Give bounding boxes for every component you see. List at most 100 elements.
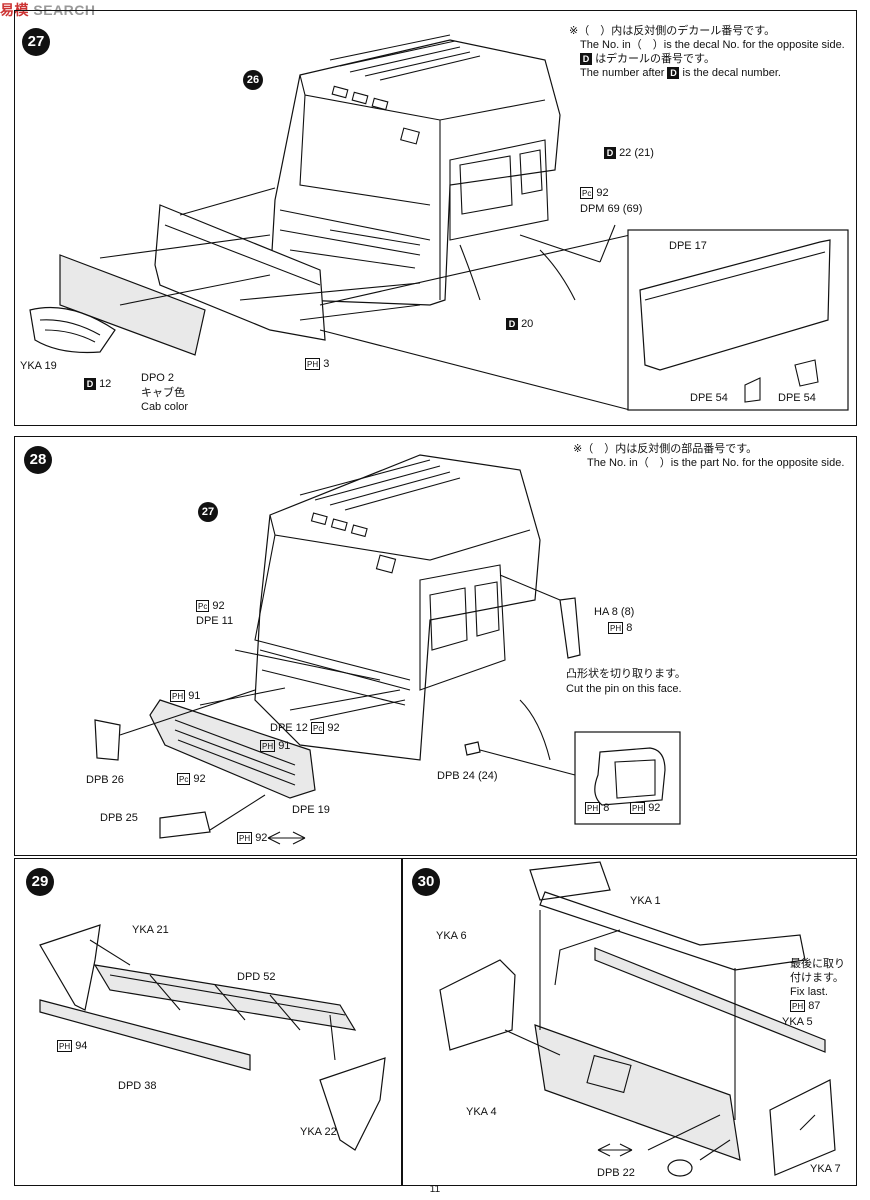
cut-jp-label: 凸形状を切り取ります。 [566, 668, 686, 680]
fix-jp1-label: 最後に取り [790, 958, 845, 970]
ph-icon: PH [790, 1000, 806, 1013]
step-27-note-en2: The number after D is the decal number. [580, 66, 781, 80]
dpb-24-part [464, 741, 481, 756]
ha-8-part [559, 597, 581, 659]
dpb-22-part [667, 1159, 693, 1177]
cab-color-label: Cab color [141, 401, 189, 413]
yka-6-label: YKA 6 [436, 930, 467, 942]
ph-8b-label: PH 8 [585, 802, 609, 815]
ph-icon: PH [305, 358, 321, 371]
dpe-19-label: DPE 19 [292, 804, 330, 816]
dpe-54b-label: DPE 54 [778, 392, 816, 404]
yka-1-label: YKA 1 [630, 895, 661, 907]
step-30-frame [402, 858, 857, 1186]
dpe-54a-label: DPE 54 [690, 392, 728, 404]
step-28-number: 28 [24, 446, 52, 474]
step-28-frame [14, 436, 857, 856]
ph-92b-label: PH 92 [630, 802, 660, 815]
ph-91b-text: 91 [278, 740, 291, 752]
cab-27-drawing [254, 454, 551, 761]
step-27-note-en2b: is the decal number. [682, 67, 781, 79]
ph-icon: PH [608, 622, 624, 635]
dpo-2-bumper [59, 254, 206, 356]
page-number: 11 [429, 1184, 441, 1195]
decal-12-text: 12 [99, 378, 112, 390]
pc-92b-text: 92 [327, 722, 340, 734]
pc-92a-label: Pc 92 [196, 600, 225, 613]
watermark-char-1: 易 [0, 2, 15, 18]
yka-4-label: YKA 4 [466, 1106, 497, 1118]
cab-26-drawing [269, 34, 576, 306]
decal-12-label: D 12 [84, 378, 111, 391]
decal-d-icon: D [84, 378, 96, 391]
yka-6-part [439, 959, 516, 1051]
dpb-24-detail [594, 747, 666, 806]
dpe-17-label: DPE 17 [669, 240, 707, 252]
dpe-12-label: DPE 12 Pc 92 [270, 722, 340, 735]
ph-icon: PH [237, 832, 253, 845]
ph-87-label: PH 87 [790, 1000, 820, 1013]
part-27-marker: 27 [198, 502, 218, 522]
decal-22-text: 22 (21) [619, 147, 654, 159]
dpe-12-text: DPE 12 [270, 722, 308, 734]
ph-8b-text: 8 [603, 802, 610, 814]
yka-21-label: YKA 21 [132, 924, 169, 936]
step-28-note-jp: ※（ ）内は反対側の部品番号です。 [573, 443, 758, 455]
step-29-number: 29 [26, 868, 54, 896]
dpb-26-label: DPB 26 [86, 774, 124, 786]
yka-22-label: YKA 22 [300, 1126, 337, 1138]
ph-8a-label: PH 8 [608, 622, 632, 635]
dpe-11-label: DPE 11 [196, 615, 234, 627]
pc-icon: Pc [177, 773, 191, 786]
dpb-25-part [159, 811, 211, 839]
part-26-marker: 26 [243, 70, 263, 90]
yka-21-part [39, 924, 101, 1011]
decal-d-icon: D [667, 67, 680, 80]
step-27-frame [14, 10, 857, 426]
fix-label: Fix last. [790, 986, 828, 998]
ph-icon: PH [170, 690, 186, 703]
dpm-69-label: DPM 69 (69) [580, 203, 643, 215]
decal-d-icon: D [604, 147, 616, 160]
dpd-38-part [39, 999, 251, 1071]
yka-4-part [534, 1024, 741, 1161]
ph-91b-label: PH 91 [260, 740, 290, 753]
ph-91a-text: 91 [188, 690, 201, 702]
dpb-26-part [94, 719, 121, 761]
yka-7-label: YKA 7 [810, 1163, 841, 1175]
pc-92c-text: 92 [193, 773, 206, 785]
ph-8a-text: 8 [626, 622, 633, 634]
decal-22-label: D 22 (21) [604, 147, 654, 160]
yka-5-label: YKA 5 [782, 1016, 813, 1028]
step-27-note-jp2-text: はデカールの番号です。 [595, 53, 715, 65]
ph-91a-label: PH 91 [170, 690, 200, 703]
decal-d-icon: D [580, 53, 592, 66]
pc-icon: Pc [196, 600, 210, 613]
step-27-note-en2a: The number after [580, 67, 665, 79]
step-27-note-en: The No. in（ ）is the decal No. for the op… [580, 39, 845, 51]
dpb-25-label: DPB 25 [100, 812, 138, 824]
pc-92c-label: Pc 92 [177, 773, 206, 786]
ph-94-text: 94 [75, 1040, 88, 1052]
yka-22-part [319, 1057, 386, 1151]
step-30-number: 30 [412, 868, 440, 896]
ha-8-label: HA 8 (8) [594, 606, 635, 618]
pc-icon: Pc [580, 187, 594, 200]
ph-icon: PH [630, 802, 646, 815]
cab-color-jp-label: キャブ色 [141, 387, 185, 399]
decal-20-label: D 20 [506, 318, 533, 331]
dpo-2-label: DPO 2 [141, 372, 175, 384]
cut-label: Cut the pin on this face. [566, 683, 682, 695]
ph-92b-text: 92 [648, 802, 661, 814]
yka-1-part [529, 861, 806, 971]
step-27-number: 27 [22, 28, 50, 56]
bumper-frame [154, 204, 326, 341]
dpe-17-panel [639, 239, 831, 371]
decal-20-text: 20 [521, 318, 534, 330]
dpd-52-label: DPD 52 [237, 971, 276, 983]
ph-92-label: PH 92 [237, 832, 267, 845]
step-28-note-en: The No. in（ ）is the part No. for the opp… [587, 457, 845, 469]
ph-icon: PH [260, 740, 276, 753]
step-27-note-jp2: D はデカールの番号です。 [580, 52, 715, 66]
